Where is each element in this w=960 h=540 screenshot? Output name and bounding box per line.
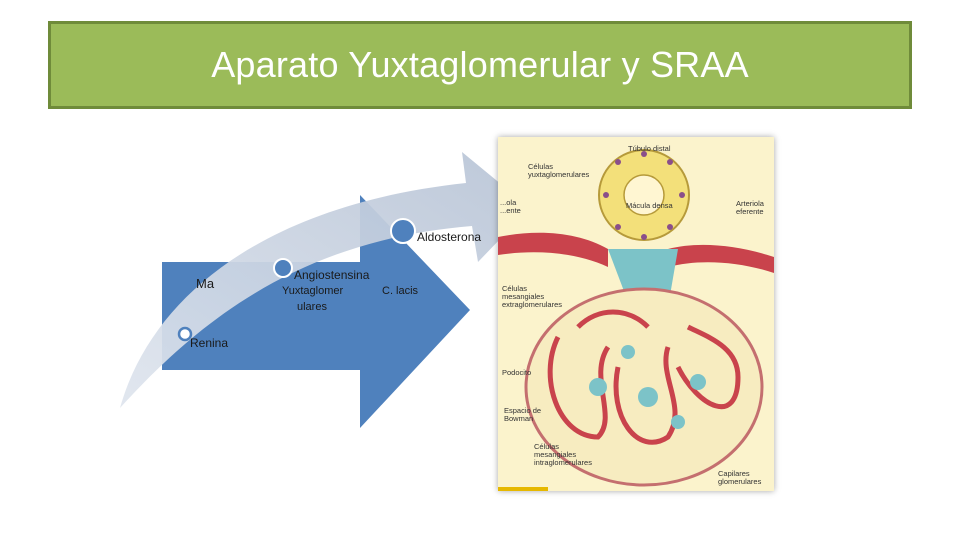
capilares-label-1: Capilares [718, 469, 750, 478]
espacio-label-2: Bowman [504, 414, 534, 423]
yuxta-cells-label-2: yuxtaglomerulares [528, 170, 590, 179]
eferente-label-2: eferente [736, 207, 764, 216]
lacis-label: C. lacis [382, 285, 419, 297]
yuxta-label-2: ulares [297, 301, 327, 313]
mesangial-ext-label-2: mesangiales [502, 292, 545, 301]
mesangial-ext-label-3: extraglomerulares [502, 300, 563, 309]
mesangial-int-label-2: mesangiales [534, 450, 577, 459]
angiotensina-label: Angiostensina [294, 268, 370, 282]
mesangial-ext-label-1: Células [502, 284, 528, 293]
yuxta-label-1: Yuxtaglomer [282, 285, 344, 297]
mesangial-int-label-3: intraglomerulares [534, 458, 592, 467]
mesangial-int-label-1: Células [534, 442, 560, 451]
glomerulus-illustration: Túbulo distal Células yuxtaglomerulares … [498, 137, 774, 491]
renina-label: Renina [190, 336, 229, 350]
tubulo-label: Túbulo distal [628, 144, 671, 153]
yuxta-cells-label-1: Células [528, 162, 554, 171]
slide-title: Aparato Yuxtaglomerular y SRAA [211, 44, 749, 85]
capilares-label-2: glomerulares [718, 477, 762, 486]
blue-block-arrow [162, 195, 470, 428]
angiotensina-node [273, 258, 293, 278]
curved-arrow [120, 152, 530, 408]
renina-node [177, 326, 193, 342]
aldosterona-label: Aldosterona [417, 230, 482, 244]
aferente-label-2: ...ente [500, 206, 521, 215]
espacio-label-1: Espacio de [504, 406, 542, 415]
macula-label: Ma [196, 276, 215, 291]
aldosterona-node [390, 218, 416, 244]
aferente-label-1: ...ola [500, 198, 517, 207]
eferente-label-1: Arteriola [736, 199, 764, 208]
title-banner: Aparato Yuxtaglomerular y SRAA [48, 21, 912, 109]
macula-densa-label: Mácula densa [626, 201, 673, 210]
podocito-label: Podocito [502, 368, 532, 377]
